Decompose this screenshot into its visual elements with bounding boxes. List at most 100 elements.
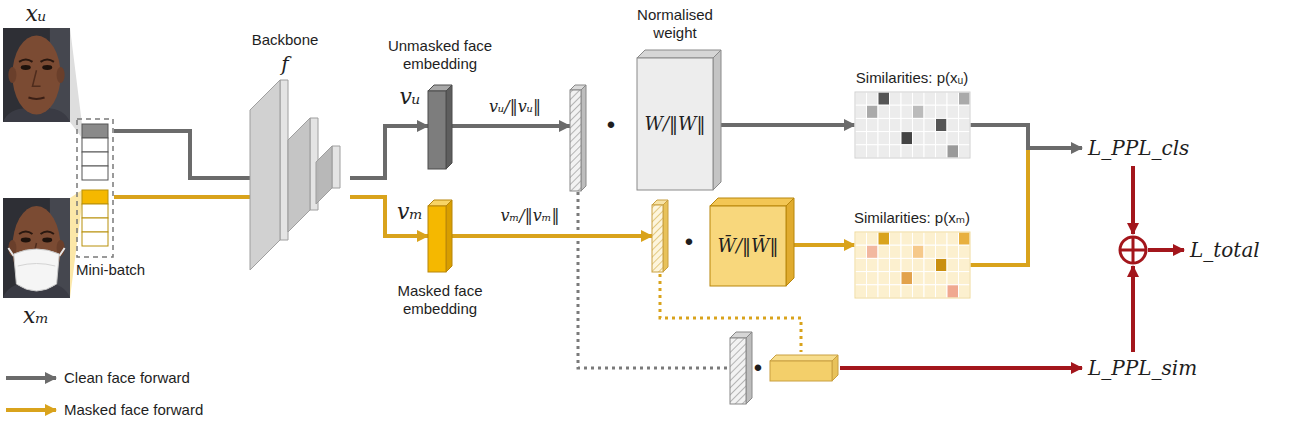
loss-arrow — [840, 366, 1082, 370]
similarity-cell — [924, 132, 936, 145]
similarity-cell — [878, 285, 890, 298]
similarity-cell — [959, 258, 971, 271]
similarity-cell — [947, 258, 959, 271]
similarity-cell — [901, 145, 913, 158]
similarity-cell — [959, 272, 971, 285]
connector — [721, 123, 855, 127]
similarity-cell — [867, 118, 879, 131]
similarity-cell — [913, 272, 925, 285]
similarity-cell — [855, 132, 867, 145]
similarity-cell — [947, 105, 959, 118]
similarity-cell — [924, 118, 936, 131]
similarity-cell — [878, 145, 890, 158]
mini-batch-shape — [76, 118, 114, 258]
similarity-cell — [913, 118, 925, 131]
similarity-cell — [936, 118, 948, 131]
similarity-cell — [878, 118, 890, 131]
similarity-cell — [878, 105, 890, 118]
normalised-vector-shape — [570, 85, 586, 191]
brow — [19, 232, 32, 235]
similarity-cell — [936, 272, 948, 285]
embedding-block-shape — [428, 85, 452, 169]
embedding — [428, 206, 446, 272]
legend-text: Masked face forward — [64, 401, 203, 419]
similarity-grid: Similarities: p(xₘ) — [855, 232, 970, 298]
mini-batch-label: Mini-batch — [76, 261, 145, 279]
similarity-cell — [936, 232, 948, 245]
similarity-cell — [855, 118, 867, 131]
similarity-cell — [947, 145, 959, 158]
legend-sample — [6, 376, 56, 380]
loss-arrow — [1148, 248, 1184, 252]
face-image-shape — [3, 28, 70, 122]
embedding-block-label: vᵤ — [399, 84, 420, 110]
embedding-side — [446, 85, 452, 169]
legend-sample — [6, 408, 56, 412]
vector-side — [832, 355, 838, 381]
embedding-block-label: Masked face embedding — [381, 282, 499, 318]
mouth — [28, 98, 44, 99]
similarity-cell — [890, 132, 902, 145]
face-image-label: xₘ — [23, 303, 49, 329]
connector — [350, 197, 428, 236]
similarity-cell — [867, 105, 879, 118]
similarity-cell — [947, 245, 959, 258]
similarity-cell — [878, 132, 890, 145]
backbone: Backbonef — [250, 80, 350, 270]
similarity-cell — [913, 132, 925, 145]
vector — [652, 205, 663, 272]
embedding-block: Unmasked face embeddingvᵤ — [428, 85, 452, 169]
mini-batch: Mini-batch — [76, 118, 114, 258]
batch-cell — [82, 138, 108, 152]
batch-cell — [82, 152, 108, 166]
connector — [452, 234, 652, 238]
similarity-cell — [855, 245, 867, 258]
similarity-cell — [913, 245, 925, 258]
similarity-cell — [901, 245, 913, 258]
similarity-cell — [890, 105, 902, 118]
similarity-grid: Similarities: p(xᵤ) — [855, 92, 970, 158]
dot-product: • — [607, 111, 615, 140]
similarity-cell — [936, 258, 948, 271]
matrix-label: W̄/‖W̄‖ — [717, 235, 778, 257]
similarity-cell — [959, 245, 971, 258]
similarity-cell — [901, 132, 913, 145]
loss-label: L_PPL_sim — [1088, 356, 1197, 380]
eye — [21, 65, 31, 70]
similarity-cell — [878, 245, 890, 258]
ear — [8, 67, 16, 83]
similarity-cell — [855, 92, 867, 105]
dotted-line — [578, 192, 727, 368]
face-image: xₘ — [3, 198, 70, 298]
backbone-layer — [288, 118, 310, 232]
similarity-cell — [890, 272, 902, 285]
similarity-cell — [878, 272, 890, 285]
embedding — [428, 91, 446, 169]
similarity-cell — [867, 285, 879, 298]
similarity-cell — [936, 105, 948, 118]
eye — [42, 65, 52, 70]
loss-arrow — [1131, 266, 1135, 352]
grid-frame — [855, 92, 970, 158]
similarity-cell — [924, 105, 936, 118]
similarity-cell — [878, 232, 890, 245]
similarity-cell — [867, 272, 879, 285]
similarity-cell — [890, 245, 902, 258]
similarity-cell — [890, 232, 902, 245]
embedding-block-shape — [428, 200, 452, 272]
similarity-cell — [947, 132, 959, 145]
similarity-cell — [924, 258, 936, 271]
similarity-cell — [878, 258, 890, 271]
vector-side — [663, 200, 668, 272]
connector — [114, 195, 250, 199]
weight-top — [710, 198, 794, 206]
similarity-cell — [947, 272, 959, 285]
merge-line — [970, 150, 1028, 265]
weight-top — [637, 50, 721, 58]
normalised-vector-shape — [652, 200, 668, 272]
loss-arrow — [1131, 166, 1135, 234]
embedding-block: vₘMasked face embedding — [428, 200, 452, 272]
similarity-cell — [890, 285, 902, 298]
similarity-cell — [878, 92, 890, 105]
backbone-shape — [250, 80, 350, 270]
